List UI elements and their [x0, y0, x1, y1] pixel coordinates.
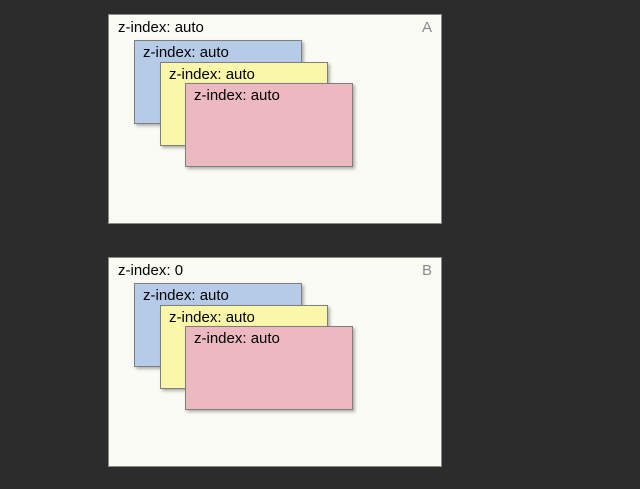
- panel-b-label: z-index: 0: [118, 262, 184, 279]
- box-label: z-index: auto: [143, 287, 229, 304]
- box-label: z-index: auto: [169, 66, 255, 83]
- stacked-box-pink: z-index: auto: [185, 326, 353, 410]
- box-label: z-index: auto: [194, 87, 280, 104]
- demo-panel-a: z-index: auto A z-index: auto z-index: a…: [108, 14, 442, 224]
- box-label: z-index: auto: [169, 309, 255, 326]
- panel-b-corner-letter: B: [421, 262, 432, 279]
- box-label: z-index: auto: [143, 44, 229, 61]
- panel-a-label: z-index: auto: [118, 19, 204, 36]
- demo-panel-b: z-index: 0 B z-index: auto z-index: auto…: [108, 257, 442, 467]
- panel-a-corner-letter: A: [421, 19, 432, 36]
- stacked-box-pink: z-index: auto: [185, 83, 353, 167]
- box-label: z-index: auto: [194, 330, 280, 347]
